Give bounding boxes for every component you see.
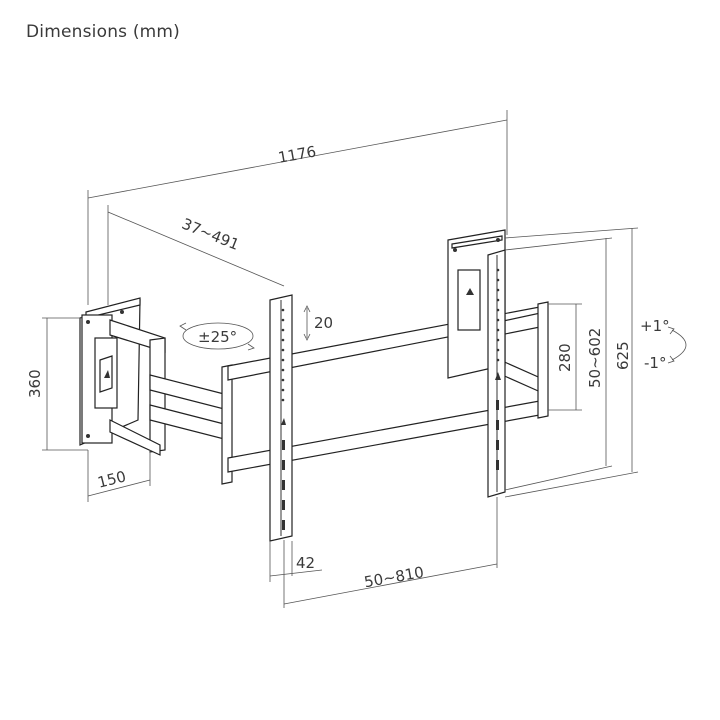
label-wall-plate-height: 360 xyxy=(26,369,44,398)
dimension-vesa-vertical: 50~602 xyxy=(504,237,613,491)
dimension-max-height: 625 xyxy=(504,227,639,498)
dimension-extension: 37~491 xyxy=(107,205,285,305)
dimension-wall-plate-height: 360 xyxy=(26,317,88,451)
tv-bracket-right xyxy=(487,249,506,498)
label-tilt-up: +1° xyxy=(640,317,670,335)
label-bracket-width: 42 xyxy=(296,554,315,572)
label-arm-height: 280 xyxy=(556,343,574,372)
label-vertical-adjust: 20 xyxy=(314,314,333,332)
dimension-arm-height: 280 xyxy=(548,303,582,411)
tv-bracket-left xyxy=(269,294,293,542)
label-vesa-horizontal: 50~810 xyxy=(363,563,426,591)
tilt-indicator: +1° -1° xyxy=(640,317,687,372)
dimension-vesa-horizontal: 50~810 xyxy=(283,497,498,608)
label-extension: 37~491 xyxy=(179,215,242,254)
label-max-height: 625 xyxy=(614,341,632,370)
dimension-wall-plate-width: 150 xyxy=(87,450,151,502)
page-title: Dimensions (mm) xyxy=(26,22,181,42)
label-swivel: ±25° xyxy=(198,328,237,346)
label-tilt-down: -1° xyxy=(644,354,666,372)
dimension-bracket-width: 42 xyxy=(269,541,323,582)
label-wall-plate-width: 150 xyxy=(96,467,128,491)
dimension-overall-width: 1176 xyxy=(87,110,508,305)
label-overall-width: 1176 xyxy=(277,142,318,166)
swivel-indicator: ±25° xyxy=(179,322,255,351)
vertical-adjust-indicator: 20 xyxy=(303,305,333,341)
label-vesa-vertical: 50~602 xyxy=(586,328,604,388)
